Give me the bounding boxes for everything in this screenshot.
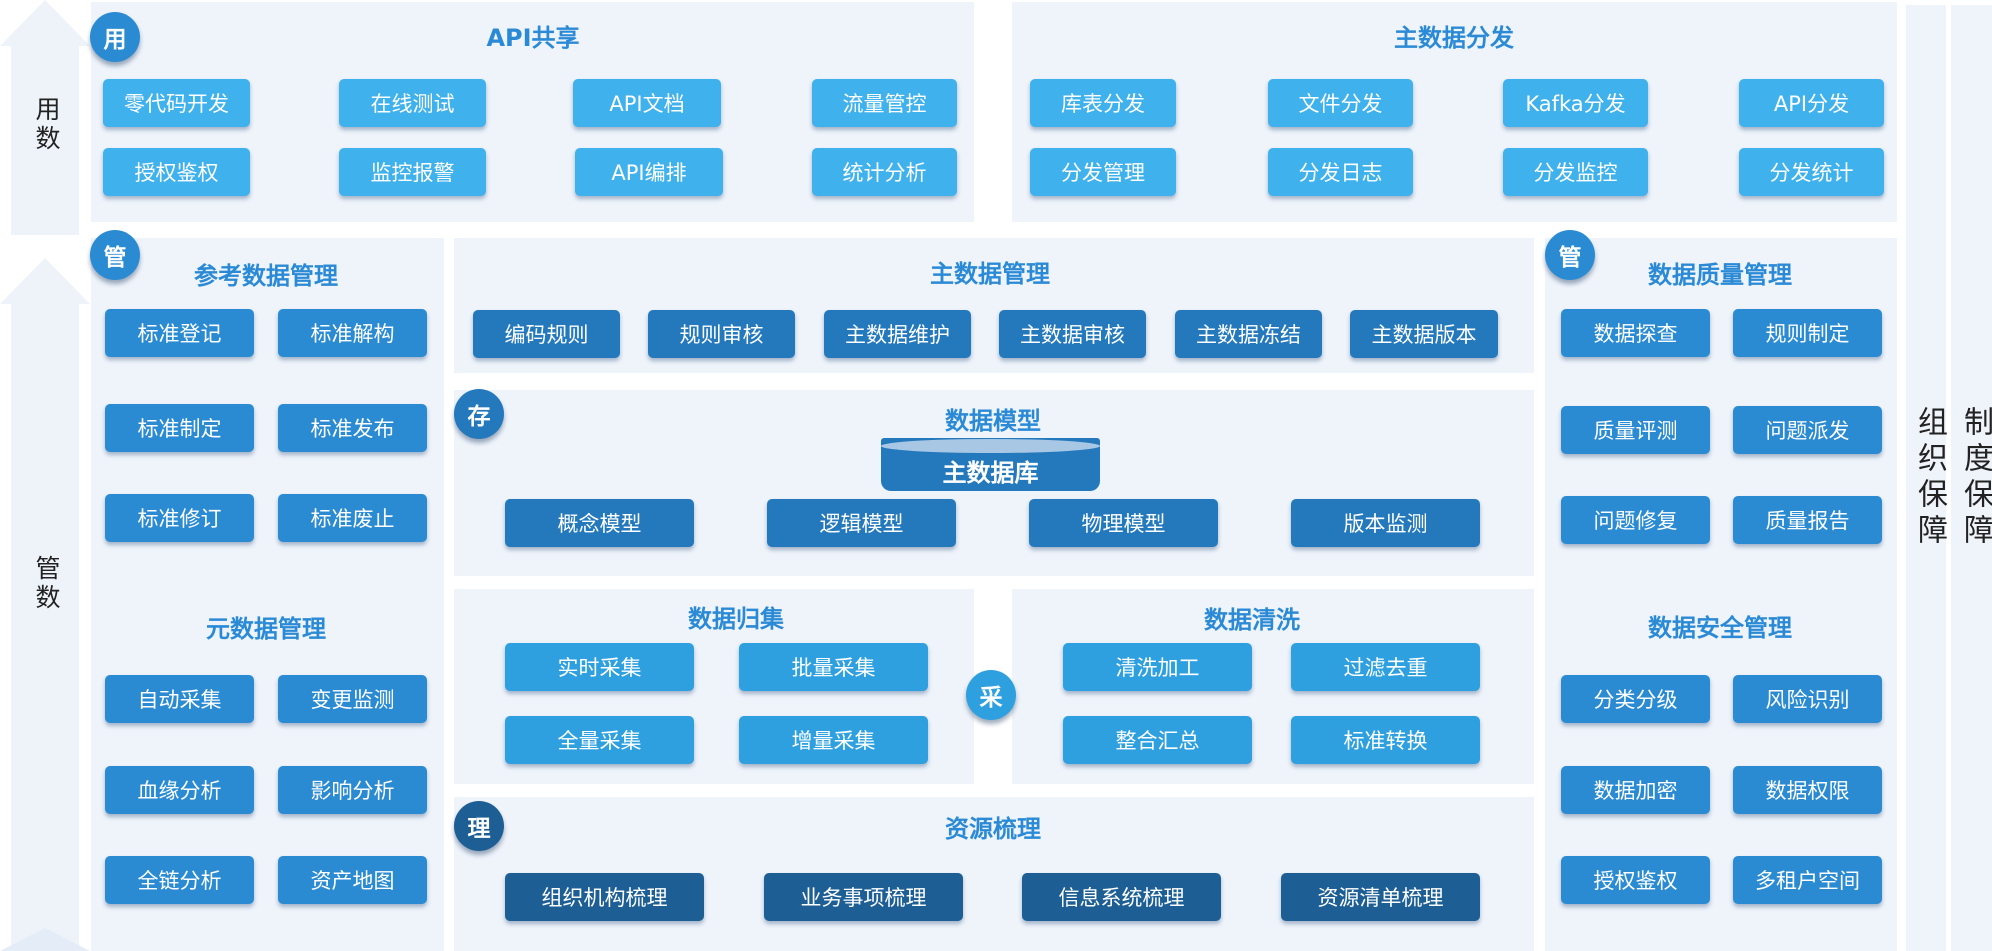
api-btn-auth[interactable]: 授权鉴权 — [103, 148, 250, 196]
security-btn-risk[interactable]: 风险识别 — [1733, 675, 1882, 723]
dist-btn-monitor[interactable]: 分发监控 — [1503, 148, 1648, 196]
meta-data-title: 元数据管理 — [206, 615, 326, 643]
meta-btn-lineage[interactable]: 血缘分析 — [105, 766, 254, 814]
dist-btn-manage[interactable]: 分发管理 — [1030, 148, 1176, 196]
resource-btn-business[interactable]: 业务事项梳理 — [764, 873, 963, 921]
api-btn-zero-code[interactable]: 零代码开发 — [103, 79, 250, 127]
api-btn-orchestrate[interactable]: API编排 — [575, 148, 723, 196]
md-btn-rule-review[interactable]: 规则审核 — [648, 310, 795, 358]
api-btn-doc[interactable]: API文档 — [573, 79, 721, 127]
data-collect-title: 数据归集 — [688, 605, 784, 633]
clean-btn-standardize[interactable]: 标准转换 — [1291, 716, 1480, 764]
manage-arrow-head — [0, 258, 90, 304]
master-db-label: 主数据库 — [942, 459, 1039, 487]
security-btn-tenant[interactable]: 多租户空间 — [1733, 856, 1882, 904]
dist-btn-api[interactable]: API分发 — [1739, 79, 1884, 127]
model-btn-concept[interactable]: 概念模型 — [505, 499, 694, 547]
clean-btn-process[interactable]: 清洗加工 — [1063, 643, 1252, 691]
master-db-cylinder-top — [881, 439, 1100, 453]
collect-btn-batch[interactable]: 批量采集 — [739, 643, 928, 691]
meta-btn-asset-map[interactable]: 资产地图 — [278, 856, 427, 904]
model-btn-physical[interactable]: 物理模型 — [1029, 499, 1218, 547]
md-btn-code-rule[interactable]: 编码规则 — [473, 310, 620, 358]
meta-btn-full-chain[interactable]: 全链分析 — [105, 856, 254, 904]
api-btn-monitor[interactable]: 监控报警 — [339, 148, 486, 196]
ref-btn-deconstruct[interactable]: 标准解构 — [278, 309, 427, 357]
api-btn-online-test[interactable]: 在线测试 — [339, 79, 486, 127]
meta-btn-change-monitor[interactable]: 变更监测 — [278, 675, 427, 723]
md-dist-title: 主数据分发 — [1394, 24, 1514, 52]
api-share-title: API共享 — [486, 24, 580, 52]
dist-btn-stats[interactable]: 分发统计 — [1739, 148, 1884, 196]
quality-title: 数据质量管理 — [1648, 261, 1792, 289]
manage-data-label: 管数 — [32, 555, 61, 613]
ref-btn-formulate[interactable]: 标准制定 — [105, 404, 254, 452]
security-btn-encrypt[interactable]: 数据加密 — [1561, 766, 1710, 814]
use-data-label: 用数 — [32, 96, 61, 154]
dist-btn-log[interactable]: 分发日志 — [1268, 148, 1413, 196]
resource-btn-info-system[interactable]: 信息系统梳理 — [1022, 873, 1221, 921]
model-btn-version-monitor[interactable]: 版本监测 — [1291, 499, 1480, 547]
md-btn-version[interactable]: 主数据版本 — [1350, 310, 1498, 358]
resource-btn-inventory[interactable]: 资源清单梳理 — [1281, 873, 1480, 921]
use-arrow-body — [11, 45, 79, 235]
api-btn-stats[interactable]: 统计分析 — [812, 148, 957, 196]
md-mgmt-title: 主数据管理 — [930, 260, 1050, 288]
org-guarantee-bar — [1906, 5, 1946, 951]
ref-btn-revise[interactable]: 标准修订 — [105, 494, 254, 542]
ref-btn-register[interactable]: 标准登记 — [105, 309, 254, 357]
meta-btn-auto-collect[interactable]: 自动采集 — [105, 675, 254, 723]
manage-badge-right: 管 — [1545, 230, 1595, 280]
dist-btn-table[interactable]: 库表分发 — [1030, 79, 1176, 127]
md-btn-maintain[interactable]: 主数据维护 — [824, 310, 971, 358]
use-arrow-head — [0, 0, 90, 46]
security-btn-classify[interactable]: 分类分级 — [1561, 675, 1710, 723]
security-btn-auth[interactable]: 授权鉴权 — [1561, 856, 1710, 904]
org-guarantee-label: 组织保障 — [1912, 406, 1947, 550]
clean-btn-dedupe[interactable]: 过滤去重 — [1291, 643, 1480, 691]
quality-btn-rule[interactable]: 规则制定 — [1733, 309, 1882, 357]
manage-badge-left: 管 — [90, 230, 140, 280]
quality-btn-evaluate[interactable]: 质量评测 — [1561, 406, 1710, 454]
quality-btn-dispatch[interactable]: 问题派发 — [1733, 406, 1882, 454]
md-btn-review[interactable]: 主数据审核 — [999, 310, 1146, 358]
quality-btn-report[interactable]: 质量报告 — [1733, 496, 1882, 544]
ref-data-title: 参考数据管理 — [194, 262, 338, 290]
use-badge: 用 — [90, 12, 140, 62]
sort-badge: 理 — [454, 801, 504, 851]
collect-btn-incremental[interactable]: 增量采集 — [739, 716, 928, 764]
security-title: 数据安全管理 — [1648, 614, 1792, 642]
data-clean-title: 数据清洗 — [1204, 606, 1300, 634]
collect-btn-realtime[interactable]: 实时采集 — [505, 643, 694, 691]
ref-btn-abolish[interactable]: 标准废止 — [278, 494, 427, 542]
clean-btn-merge[interactable]: 整合汇总 — [1063, 716, 1252, 764]
data-model-title: 数据模型 — [945, 407, 1041, 435]
api-btn-traffic[interactable]: 流量管控 — [812, 79, 957, 127]
dist-btn-kafka[interactable]: Kafka分发 — [1503, 79, 1648, 127]
quality-btn-repair[interactable]: 问题修复 — [1561, 496, 1710, 544]
ref-btn-publish[interactable]: 标准发布 — [278, 404, 427, 452]
security-btn-permission[interactable]: 数据权限 — [1733, 766, 1882, 814]
resource-title: 资源梳理 — [945, 815, 1041, 843]
system-guarantee-bar — [1951, 5, 1992, 951]
quality-btn-explore[interactable]: 数据探查 — [1561, 309, 1710, 357]
model-btn-logic[interactable]: 逻辑模型 — [767, 499, 956, 547]
md-btn-freeze[interactable]: 主数据冻结 — [1175, 310, 1322, 358]
resource-btn-org[interactable]: 组织机构梳理 — [505, 873, 704, 921]
manage-arrow-bottom-head — [0, 928, 90, 951]
collect-badge: 采 — [966, 670, 1016, 720]
dist-btn-file[interactable]: 文件分发 — [1268, 79, 1413, 127]
meta-btn-impact[interactable]: 影响分析 — [278, 766, 427, 814]
manage-arrow-body — [11, 302, 79, 951]
system-guarantee-label: 制度保障 — [1958, 406, 1992, 550]
store-badge: 存 — [454, 389, 504, 439]
collect-btn-full[interactable]: 全量采集 — [505, 716, 694, 764]
